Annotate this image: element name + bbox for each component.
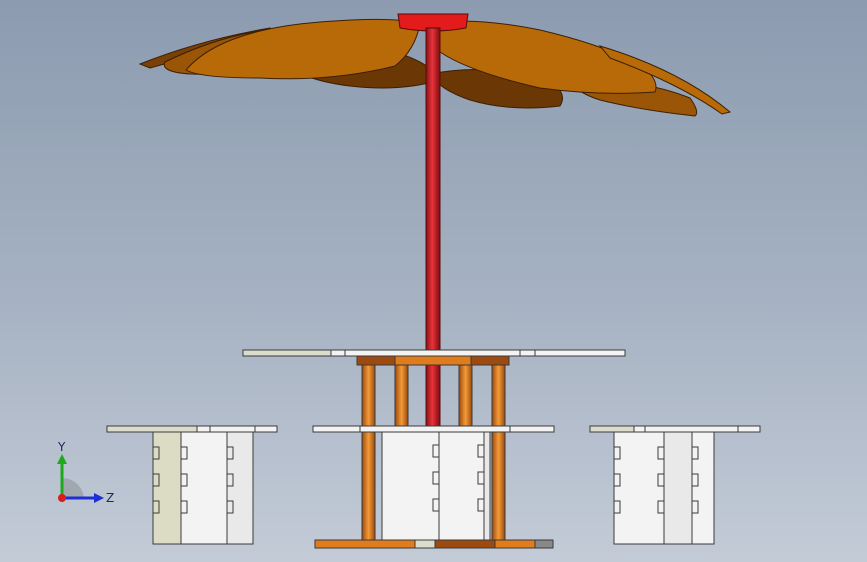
- right-stool: [589, 425, 761, 545]
- table-legs: [361, 364, 506, 541]
- left-stool: [106, 425, 278, 545]
- x-axis-dot: [58, 494, 66, 502]
- table-base: [314, 539, 554, 549]
- upper-crossbeam: [356, 355, 510, 366]
- umbrella-canopy: [138, 13, 732, 117]
- z-axis-label: Z: [106, 491, 114, 505]
- center-bench: [312, 425, 555, 545]
- orientation-triad[interactable]: Y Z: [40, 438, 120, 518]
- y-axis-label: Y: [57, 440, 66, 454]
- table-top: [242, 349, 626, 357]
- triad-sector: [62, 477, 84, 498]
- umbrella-pole: [425, 27, 441, 427]
- z-axis-arrowhead: [94, 493, 104, 503]
- y-axis-arrowhead: [57, 454, 67, 464]
